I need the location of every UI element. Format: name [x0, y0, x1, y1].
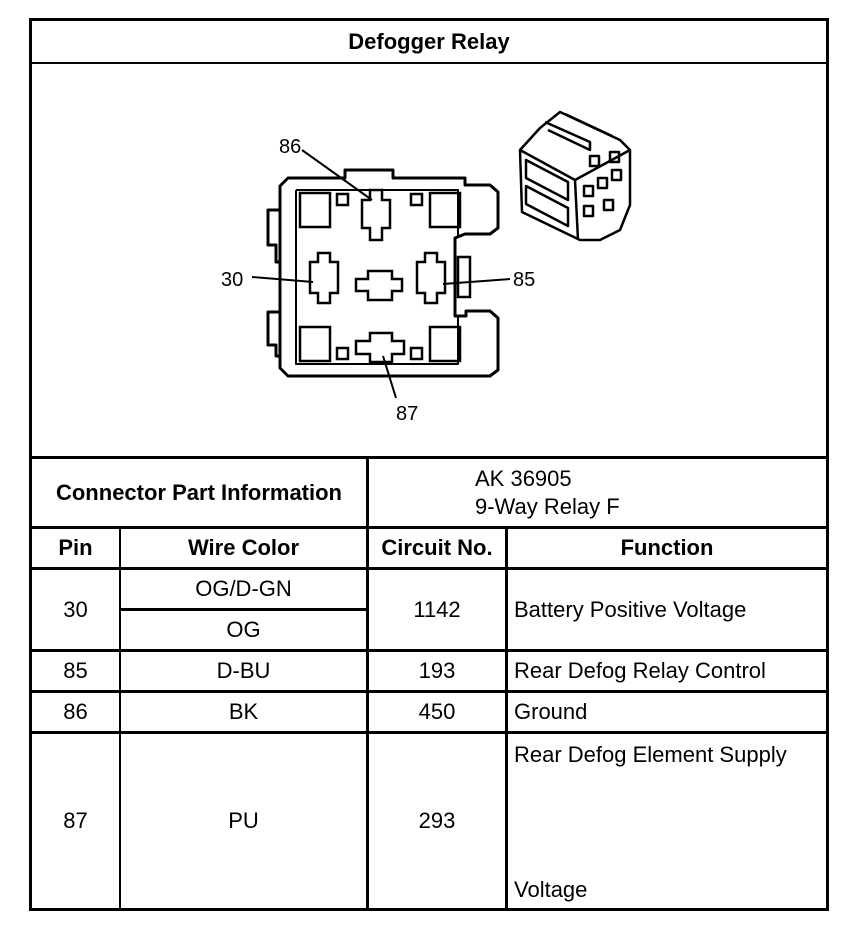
- row-85-pin: 85: [63, 658, 88, 683]
- connector-face: [266, 168, 500, 378]
- connector-iso-icon: [518, 110, 632, 242]
- terminal-cavities: [298, 188, 472, 364]
- row-86-pin: 86: [63, 699, 88, 724]
- row-30-wire-color-1: OG/D-GN: [195, 576, 292, 601]
- rule-under-headers: [29, 567, 829, 570]
- rule-col-pin: [119, 526, 121, 911]
- row-87-wire-color: PU: [228, 808, 259, 833]
- row-30-pin: 30: [63, 596, 88, 622]
- row-30-circuit: 1142: [413, 596, 461, 622]
- pin-label-30: 30: [221, 269, 243, 291]
- connector-info-label: Connector Part Information: [55, 479, 342, 505]
- row-87-pin: 87: [63, 808, 88, 833]
- rule-col-circuit: [505, 526, 508, 911]
- rule-col-wire: [366, 526, 369, 911]
- row-30-wire-color-2: OG: [226, 617, 261, 642]
- rule-under-diagram: [29, 456, 829, 459]
- connector-part-number: AK 36905: [475, 465, 572, 491]
- connector-info-values: AK 36905 9-Way Relay F: [369, 459, 829, 526]
- page-title: Defogger Relay: [348, 28, 510, 54]
- row-86-circuit: 450: [418, 699, 456, 724]
- rule-connector-info-divider: [366, 456, 369, 528]
- pin-label-86: 86: [279, 136, 301, 158]
- sheet-frame: [29, 18, 829, 911]
- rule-under-row-86: [29, 731, 829, 734]
- rule-between-wire-colors: [120, 608, 368, 611]
- header-wire-color: Wire Color: [187, 535, 300, 560]
- pin-labels: 86 30 85 87: [221, 136, 535, 425]
- row-87-circuit: 293: [418, 808, 456, 833]
- rule-under-row-85: [29, 690, 829, 693]
- connector-description: 9-Way Relay F: [475, 493, 620, 519]
- row-86-wire-color: BK: [228, 699, 259, 724]
- row-85-circuit: 193: [418, 658, 456, 683]
- row-87-function-line-2: Voltage: [514, 877, 588, 902]
- header-pin: Pin: [58, 535, 93, 560]
- row-86-function: Ground: [514, 699, 588, 724]
- header-function: Function: [620, 535, 714, 560]
- rule-under-connector-info: [29, 526, 829, 529]
- row-85-function: Rear Defog Relay Control: [514, 658, 766, 683]
- header-circuit-no: Circuit No.: [381, 535, 493, 560]
- row-87-function-line-1: Rear Defog Element Supply: [514, 742, 787, 767]
- rule-under-row-30: [29, 649, 829, 652]
- row-30-function: Battery Positive Voltage: [514, 596, 747, 622]
- row-85-wire-color: D-BU: [216, 658, 271, 683]
- pin-label-85: 85: [513, 269, 535, 291]
- pin-label-87: 87: [396, 403, 418, 425]
- leader-lines: [251, 149, 511, 399]
- rule-under-title: [29, 62, 829, 64]
